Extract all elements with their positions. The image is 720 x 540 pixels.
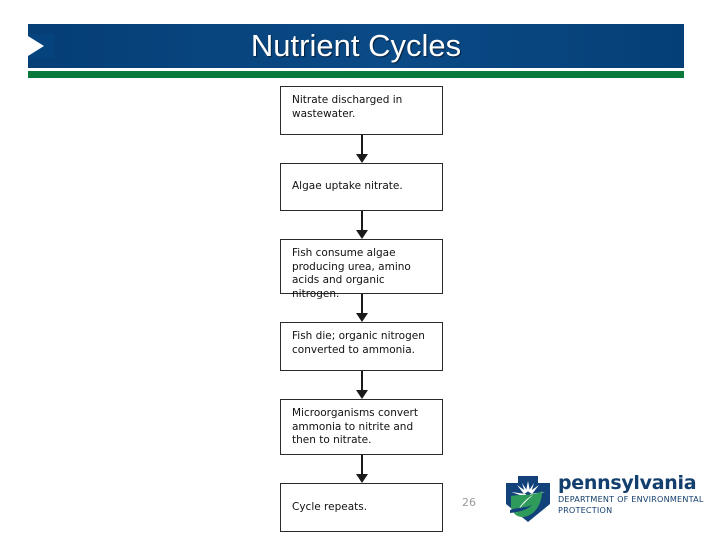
pennsylvania-wordmark: pennsylvania <box>558 472 697 494</box>
flow-step-2: Algae uptake nitrate. <box>280 163 443 211</box>
flow-step-1-line-2: wastewater. <box>292 107 356 120</box>
page-number: 26 <box>462 496 476 509</box>
arrow-head-icon <box>355 474 368 483</box>
flow-step-5-line-1: Microorganisms convert <box>292 407 418 419</box>
flow-step-1-line-1: Nitrate discharged in <box>292 94 403 106</box>
flow-step-5-line-3: then to nitrate. <box>292 434 372 446</box>
pennsylvania-dep-logo: pennsylvania DEPARTMENT OF ENVIRONMENTAL… <box>502 472 716 528</box>
flow-step-3-line-2: producing urea, amino <box>292 260 411 273</box>
flow-step-5-line-2: ammonia to nitrite and <box>292 420 414 433</box>
flow-connector-arrow-1 <box>280 135 443 163</box>
nutrient-cycle-flowchart: Nitrate discharged in wastewater. Algae … <box>280 86 443 532</box>
title-accent-bar <box>28 71 684 78</box>
arrow-shaft <box>360 211 363 231</box>
flow-step-4-line-1: Fish die; organic nitrogen <box>292 330 425 342</box>
arrow-shaft <box>360 294 363 314</box>
arrow-head-icon <box>355 230 368 239</box>
arrow-head-icon <box>355 154 368 163</box>
flow-connector-arrow-4 <box>280 371 443 399</box>
flow-connector-arrow-5 <box>280 455 443 483</box>
flow-step-6-line-1: Cycle repeats. <box>292 500 368 513</box>
flow-step-3-line-3: acids and organic nitrogen. <box>292 274 385 300</box>
arrow-shaft <box>360 455 363 475</box>
page-title: Nutrient Cycles <box>250 28 462 63</box>
slide-title-banner: Nutrient Cycles <box>28 24 684 68</box>
flow-connector-arrow-3 <box>280 294 443 322</box>
arrow-shaft <box>360 371 363 391</box>
dep-subline-2: PROTECTION <box>558 504 613 515</box>
flow-step-5: Microorganisms convert ammonia to nitrit… <box>280 399 443 455</box>
dep-wordmark: pennsylvania DEPARTMENT OF ENVIRONMENTAL… <box>558 472 716 515</box>
flow-step-1: Nitrate discharged in wastewater. <box>280 86 443 135</box>
chevron-right-icon <box>28 34 54 58</box>
flow-step-4-line-2: converted to ammonia. <box>292 343 415 356</box>
arrow-shaft <box>360 135 363 155</box>
flow-step-2-line-1: Algae uptake nitrate. <box>292 180 403 193</box>
flow-step-3-line-1: Fish consume algae <box>292 247 396 259</box>
pennsylvania-keystone-leaf-icon <box>502 474 554 524</box>
flow-step-3: Fish consume algae producing urea, amino… <box>280 239 443 300</box>
flow-connector-arrow-2 <box>280 211 443 239</box>
dep-subline-1: DEPARTMENT OF ENVIRONMENTAL <box>558 494 704 504</box>
arrow-head-icon <box>355 390 368 399</box>
arrow-head-icon <box>355 313 368 322</box>
flow-step-4: Fish die; organic nitrogen converted to … <box>280 322 443 371</box>
flow-step-6: Cycle repeats. <box>280 483 443 532</box>
